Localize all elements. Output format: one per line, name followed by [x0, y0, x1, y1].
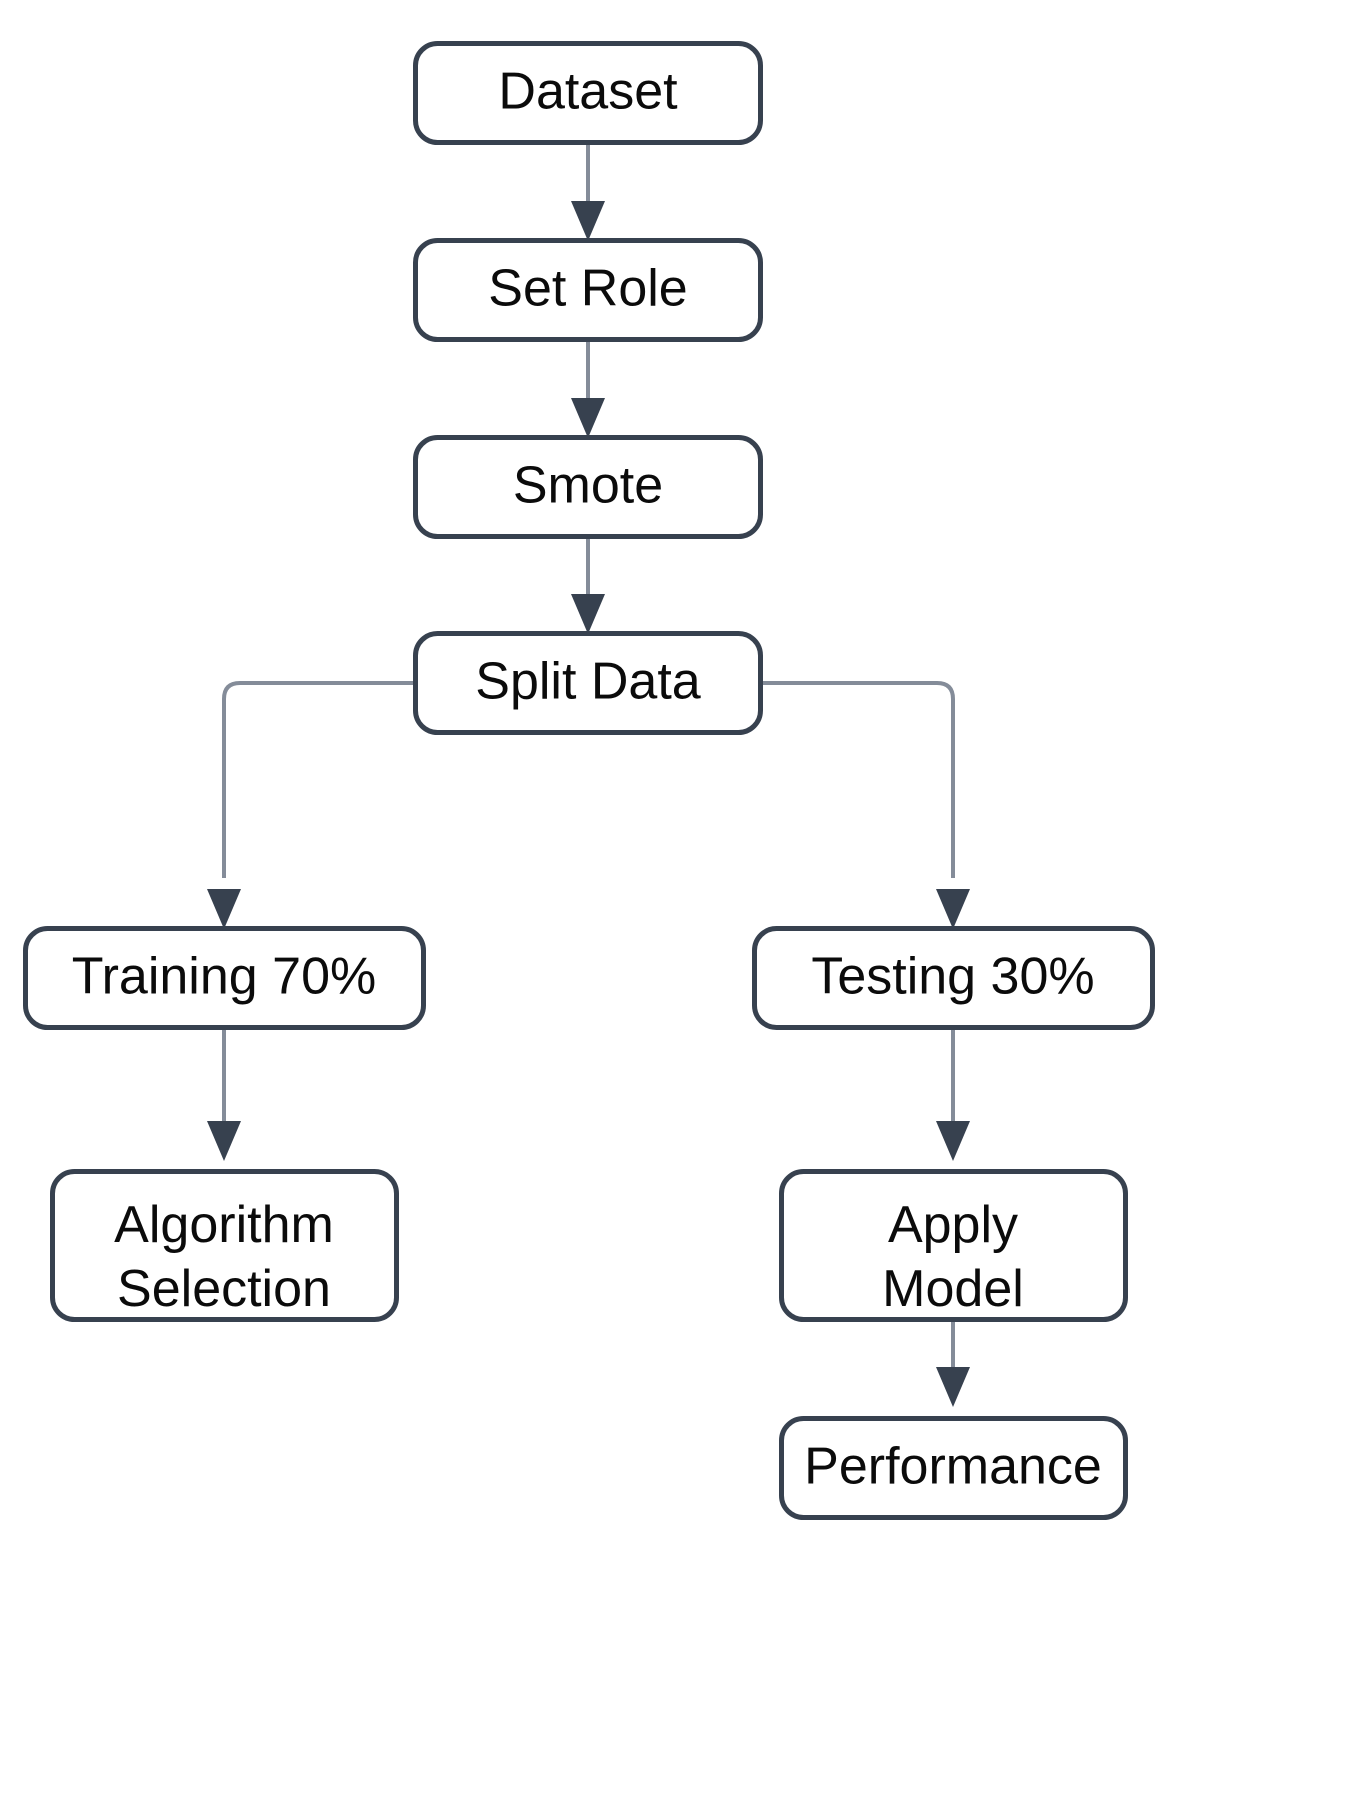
node-apply-model-label-line2: Model — [882, 1260, 1024, 1318]
arrow-head-icon — [571, 594, 605, 634]
node-training-label: Training 70% — [72, 948, 376, 1006]
node-smote-shape[interactable] — [413, 435, 763, 539]
edge-smote-to-split-data — [571, 536, 605, 634]
node-set-role-label: Set Role — [488, 260, 687, 318]
edge-testing-to-apply-model — [936, 1027, 970, 1161]
node-testing-label: Testing 30% — [811, 948, 1094, 1006]
arrow-head-icon — [936, 889, 970, 929]
node-set-role[interactable]: Set Role — [413, 238, 763, 342]
arrow-head-icon — [936, 1121, 970, 1161]
arrow-head-icon — [936, 1367, 970, 1407]
edge-set-role-to-smote — [571, 339, 605, 438]
node-performance-shape[interactable] — [779, 1416, 1128, 1520]
node-algorithm-selection-shape[interactable] — [50, 1169, 399, 1322]
node-training[interactable]: Training 70% — [23, 926, 426, 1030]
edge-training-to-algorithm-selection — [207, 1027, 241, 1161]
nodes-layer: Dataset Set Role Smote Split Data Traini… — [23, 41, 1155, 1520]
node-smote[interactable]: Smote — [413, 435, 763, 539]
edge-split-data-to-training — [207, 681, 415, 929]
edge-apply-model-to-performance — [936, 1319, 970, 1407]
edge-dataset-to-set-role — [571, 142, 605, 241]
node-algorithm-selection-label-line1: Algorithm — [114, 1196, 334, 1254]
node-apply-model-shape[interactable] — [779, 1169, 1128, 1322]
node-set-role-shape[interactable] — [413, 238, 763, 342]
node-performance-label: Performance — [804, 1438, 1102, 1496]
arrow-head-icon — [571, 398, 605, 438]
node-split-data-shape[interactable] — [413, 631, 763, 735]
node-apply-model[interactable]: Apply Model — [779, 1169, 1128, 1322]
node-algorithm-selection[interactable]: Algorithm Selection — [50, 1169, 399, 1322]
node-training-shape[interactable] — [23, 926, 426, 1030]
node-split-data-label: Split Data — [475, 653, 701, 711]
node-apply-model-label-line1: Apply — [888, 1196, 1018, 1254]
node-smote-label: Smote — [513, 457, 663, 515]
edge-split-data-to-testing — [761, 681, 970, 929]
arrow-head-icon — [207, 1121, 241, 1161]
edges-layer — [207, 142, 970, 1407]
node-dataset-shape[interactable] — [413, 41, 763, 145]
node-dataset-label: Dataset — [498, 63, 678, 121]
node-performance[interactable]: Performance — [779, 1416, 1128, 1520]
arrow-head-icon — [571, 201, 605, 241]
node-algorithm-selection-label-line2: Selection — [117, 1260, 331, 1318]
node-testing-shape[interactable] — [752, 926, 1155, 1030]
node-dataset[interactable]: Dataset — [413, 41, 763, 145]
node-testing[interactable]: Testing 30% — [752, 926, 1155, 1030]
node-split-data[interactable]: Split Data — [413, 631, 763, 735]
arrow-head-icon — [207, 889, 241, 929]
